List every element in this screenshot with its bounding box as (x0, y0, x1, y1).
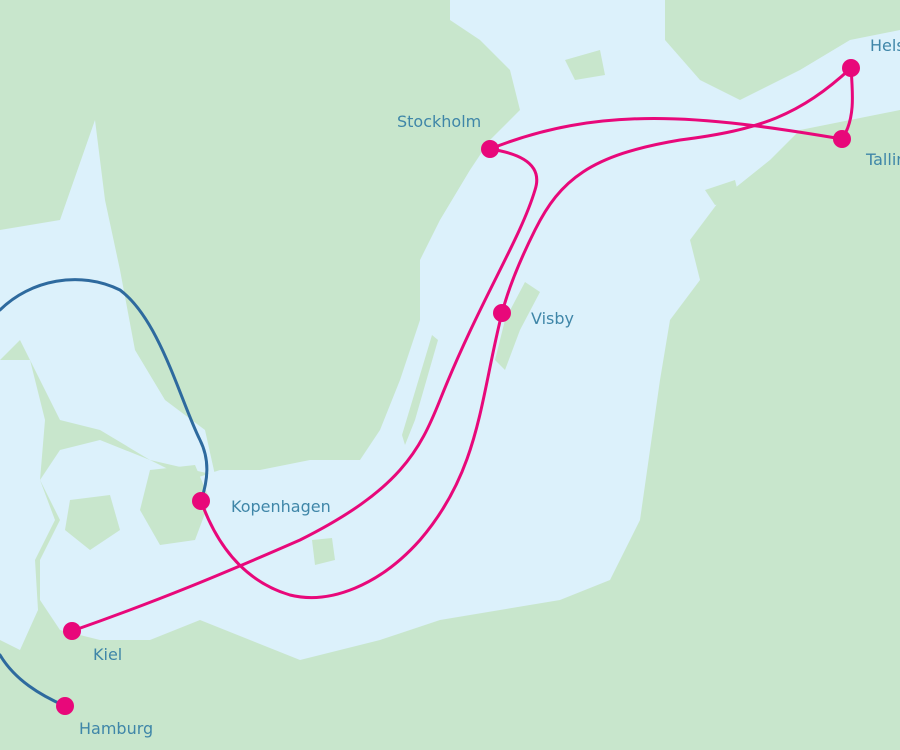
route-kiel-stockholm[interactable] (70, 147, 539, 633)
zealand-island (140, 465, 210, 545)
oland-island (402, 335, 438, 445)
belt-sea (0, 360, 55, 650)
route-west-hamburg[interactable] (0, 653, 67, 708)
city-marker-visby[interactable] (493, 304, 511, 322)
islands (65, 50, 760, 565)
hiiumaa-island (705, 180, 740, 205)
route-helsinki-visby[interactable] (500, 66, 853, 315)
city-marker-kiel[interactable] (63, 622, 81, 640)
bornholm-island (312, 538, 335, 565)
saaremaa-island (700, 215, 760, 255)
route-stockholm-tallinn[interactable] (488, 117, 844, 151)
city-markers (56, 59, 860, 715)
city-marker-kopenhagen[interactable] (192, 492, 210, 510)
route-north-kopenhagen[interactable] (0, 278, 209, 503)
route-visby-kopenhagen[interactable] (199, 311, 504, 600)
city-label-kopenhagen[interactable]: Kopenhagen (231, 497, 331, 516)
city-marker-tallinn[interactable] (833, 130, 851, 148)
city-label-hamburg[interactable]: Hamburg (79, 719, 154, 738)
city-label-kiel[interactable]: Kiel (93, 645, 123, 664)
city-label-stockholm[interactable]: Stockholm (397, 112, 482, 131)
sea (0, 0, 900, 660)
aland-island (565, 50, 605, 80)
city-label-helsinki[interactable]: Helsinki (870, 36, 900, 55)
city-marker-stockholm[interactable] (481, 140, 499, 158)
city-marker-hamburg[interactable] (56, 697, 74, 715)
funen-island (65, 495, 120, 550)
kattegat-sea (0, 120, 215, 475)
city-label-visby[interactable]: Visby (531, 309, 574, 328)
city-label-tallinn[interactable]: Tallinn (866, 150, 900, 169)
city-marker-helsinki[interactable] (842, 59, 860, 77)
gotland-island (495, 282, 540, 370)
